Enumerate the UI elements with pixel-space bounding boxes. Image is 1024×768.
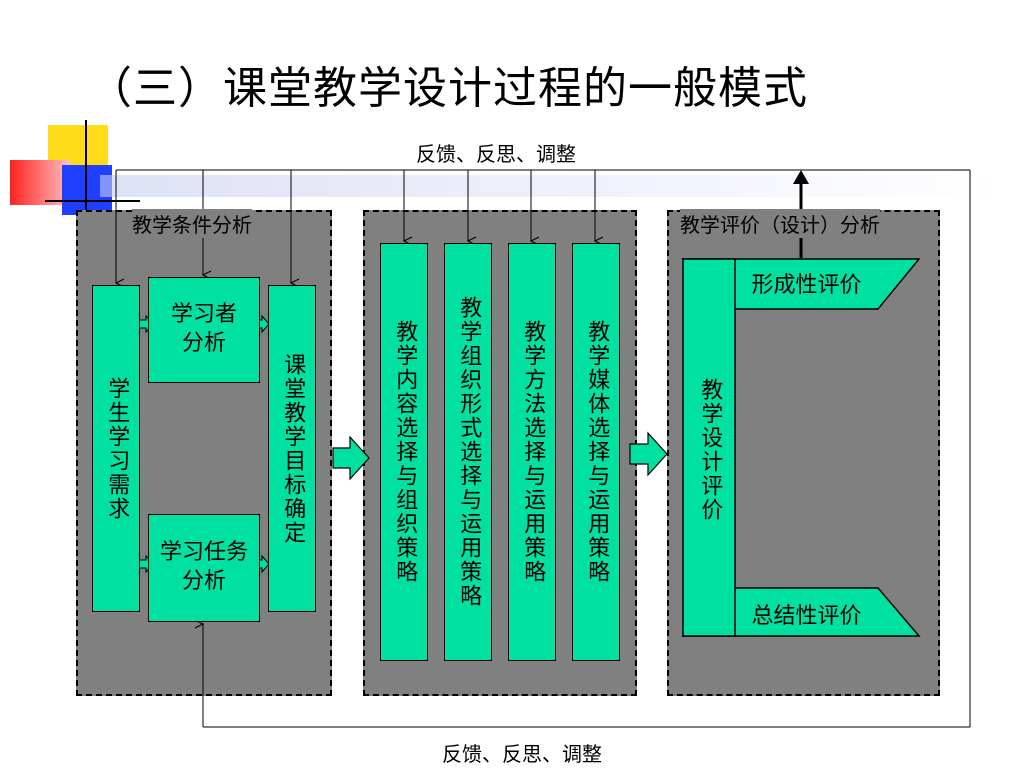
red-square [10, 160, 70, 205]
box-objectives: 课堂教学目标确定 [268, 285, 316, 612]
formative-evaluation-label: 形成性评价 [751, 273, 862, 298]
panel-condition-title: 教学条件分析 [132, 209, 252, 238]
box-method-strategy: 教学方法选择与运用策略 [508, 243, 556, 661]
feedback-bottom-label: 反馈、反思、调整 [442, 742, 602, 766]
decor-gradient-band [100, 175, 1000, 197]
media-strategy-label: 教学媒体选择与运用策略 [584, 320, 610, 584]
box-media-strategy: 教学媒体选择与运用策略 [572, 243, 620, 661]
learner-analysis-label: 学习者分析 [170, 302, 237, 356]
organization-strategy-label: 教学组织形式选择与运用策略 [456, 296, 482, 608]
box-student-needs: 学生学习需求 [92, 285, 140, 612]
design-evaluation-box: 教学设计评价 [683, 330, 735, 570]
page-title: （三）课堂教学设计过程的一般模式 [88, 63, 808, 114]
box-task-analysis: 学习任务分析 [148, 514, 260, 622]
decor-vline [85, 120, 87, 225]
box-learner-analysis: 学习者分析 [148, 277, 260, 383]
decor-logo [0, 120, 1000, 230]
decor-hline [45, 200, 140, 202]
task-analysis-label: 学习任务分析 [159, 540, 248, 594]
objectives-label: 课堂教学目标确定 [280, 352, 306, 545]
feedback-top-label: 反馈、反思、调整 [416, 142, 576, 166]
student-needs-label: 学生学习需求 [104, 376, 130, 521]
design-evaluation-label: 教学设计评价 [697, 378, 723, 522]
box-organization-strategy: 教学组织形式选择与运用策略 [444, 243, 492, 661]
content-strategy-label: 教学内容选择与组织策略 [392, 320, 418, 584]
method-strategy-label: 教学方法选择与运用策略 [520, 320, 546, 584]
box-content-strategy: 教学内容选择与组织策略 [380, 243, 428, 661]
panel-evaluation-title: 教学评价（设计）分析 [680, 209, 880, 238]
summative-evaluation-label: 总结性评价 [751, 604, 862, 629]
